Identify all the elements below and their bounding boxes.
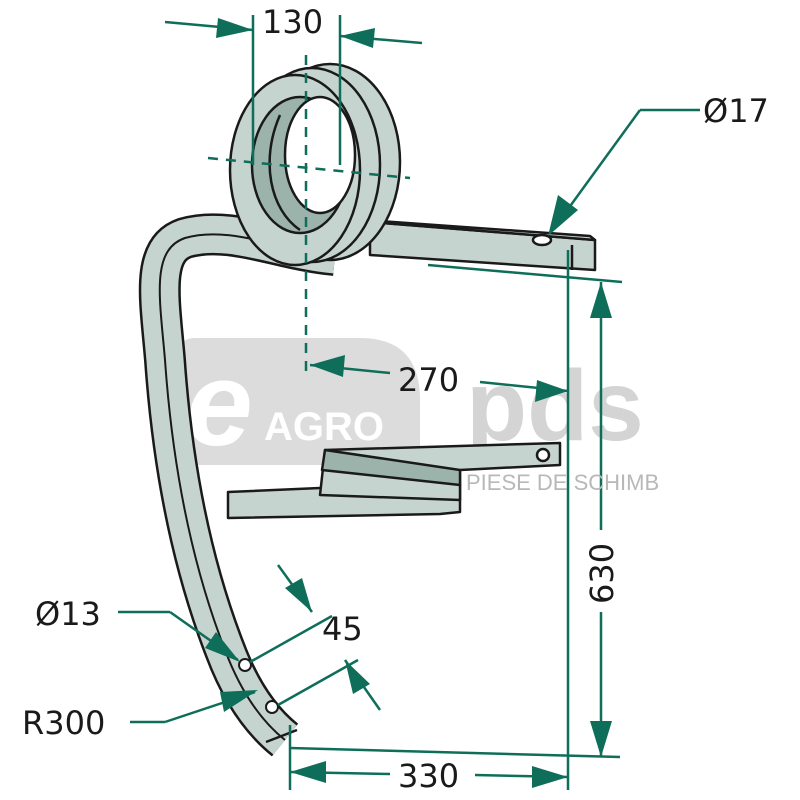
dim-depth: 330 (398, 757, 459, 795)
tip-hole-2 (265, 700, 279, 714)
dim-hole-spacing: 45 (322, 610, 363, 648)
mounting-arm (363, 218, 597, 272)
dim-mount-hole: Ø17 (703, 92, 769, 130)
watermark-e: e (186, 337, 253, 471)
side-view-bracket (226, 441, 562, 520)
tine-body (138, 213, 338, 757)
dim-offset: 270 (398, 361, 459, 399)
dim-height: 630 (583, 543, 621, 604)
tip-hole-1 (238, 658, 252, 672)
centerlines (207, 55, 411, 372)
watermark-tagline: PIESE DE SCHIMB (466, 470, 659, 495)
dim-tip-hole: Ø13 (35, 595, 101, 633)
dimension-lines (118, 15, 700, 790)
watermark-agro: AGRO (264, 405, 384, 449)
dim-coil-width: 130 (262, 3, 323, 41)
dim-radius: R300 (22, 704, 105, 742)
coil-spring (228, 62, 402, 267)
